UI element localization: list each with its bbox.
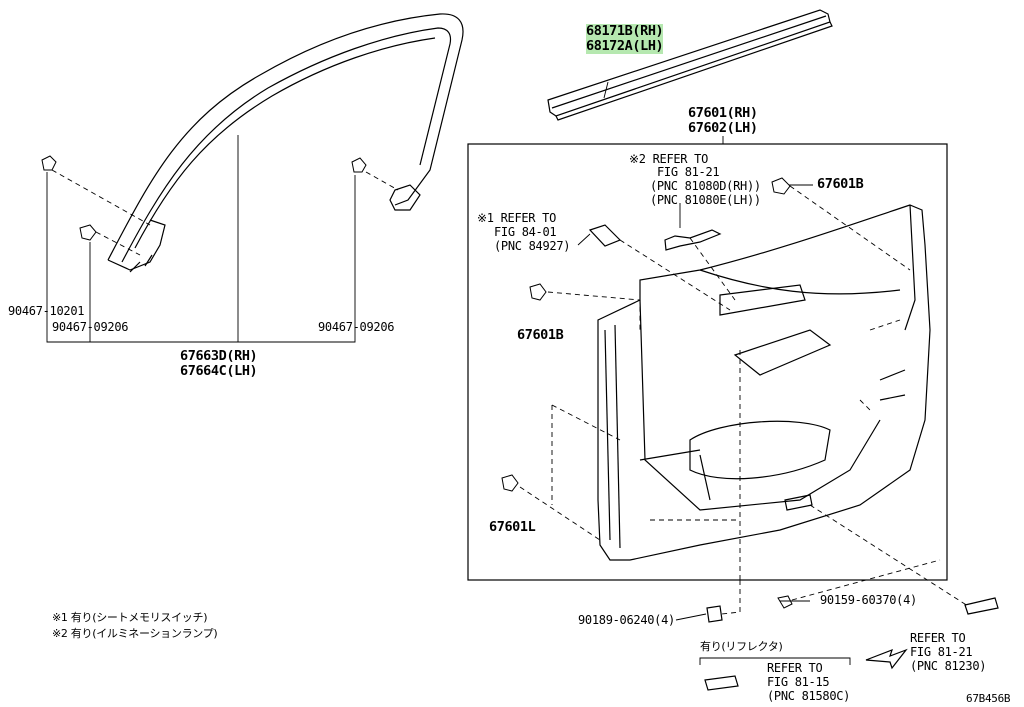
part-67601B-left[interactable]: 67601B	[517, 327, 564, 343]
part-67602[interactable]: 67602(LH)	[688, 120, 758, 136]
part-90467-10201[interactable]: 90467-10201	[8, 304, 85, 318]
trim-board-frame	[467, 143, 948, 581]
ref1-line2: FIG 84-01	[494, 225, 557, 239]
reflector	[704, 675, 739, 691]
part-67664C[interactable]: 67664C(LH)	[180, 363, 258, 379]
part-90189-06240[interactable]: 90189-06240(4)	[578, 613, 675, 627]
refc-line3: (PNC 81580C)	[767, 689, 851, 703]
diagram-code: 67B456B	[966, 692, 1011, 705]
illumination-lamp	[664, 229, 722, 251]
door-trim-panel	[597, 204, 931, 561]
switch-part	[964, 597, 999, 615]
part-90467-09206-b[interactable]: 90467-09206	[318, 320, 395, 334]
ref2-line4: (PNC 81080E(LH))	[650, 193, 761, 207]
refb-line2: FIG 81-21	[910, 645, 973, 659]
memory-switch	[588, 224, 622, 247]
refc-line2: FIG 81-15	[767, 675, 830, 689]
part-67601B-right[interactable]: 67601B	[817, 176, 864, 192]
ref1-line1[interactable]: ※1 REFER TO	[477, 211, 557, 225]
part-90467-09206-a[interactable]: 90467-09206	[52, 320, 129, 334]
note-2: ※2 有り(イルミネーションランプ)	[52, 627, 218, 640]
arrow-icon	[865, 648, 908, 670]
belt-moulding	[547, 9, 833, 121]
part-67601L[interactable]: 67601L	[489, 519, 536, 535]
part-68171B[interactable]: 68171B(RH)	[586, 23, 664, 39]
refb-line3: (PNC 81230)	[910, 659, 987, 673]
ref2-line1[interactable]: ※2 REFER TO	[629, 152, 709, 166]
reflector-label: 有り(リフレクタ)	[700, 640, 783, 653]
part-68172A[interactable]: 68172A(LH)	[586, 38, 664, 54]
ref2-line2: FIG 81-21	[657, 165, 720, 179]
part-67663D[interactable]: 67663D(RH)	[180, 348, 258, 364]
part-67601[interactable]: 67601(RH)	[688, 105, 758, 121]
ref2-line3: (PNC 81080D(RH))	[650, 179, 761, 193]
refc-line1[interactable]: REFER TO	[767, 661, 823, 675]
part-90159-60370[interactable]: 90159-60370(4)	[820, 593, 917, 607]
ref1-line3: (PNC 84927)	[494, 239, 571, 253]
cover-part	[706, 605, 723, 623]
refb-line1[interactable]: REFER TO	[910, 631, 966, 645]
door-frame-garnish	[107, 13, 464, 273]
note-1: ※1 有り(シートメモリスイッチ)	[52, 611, 208, 624]
